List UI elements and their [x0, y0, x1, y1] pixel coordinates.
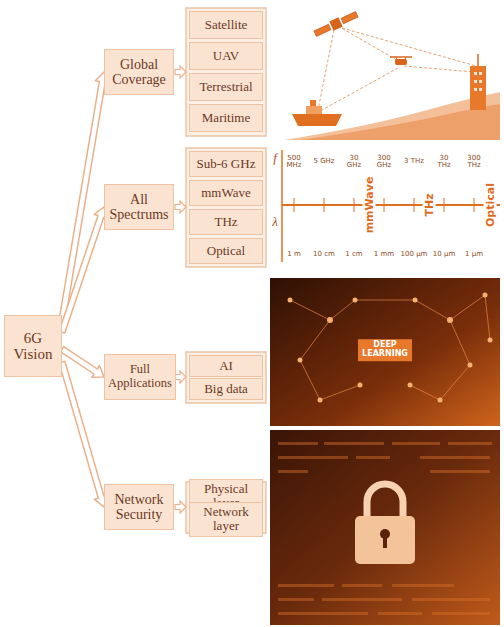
group-outline [186, 148, 266, 267]
frequency-label: 5 GHz [313, 158, 335, 165]
wavelength-label: 100 μm [401, 250, 428, 258]
spectrum-axis [282, 150, 500, 262]
category-box: All Spectrums [104, 184, 174, 230]
coverage-scene [284, 10, 500, 140]
frequency-label: 3 THz [403, 158, 425, 165]
node-text: Full Applications [108, 363, 172, 391]
node-text: UAV [193, 49, 259, 63]
image-text: DEEP LEARNING [358, 339, 412, 361]
band-label: mmWave [363, 176, 376, 235]
frequency-label: 300 THz [463, 155, 485, 170]
wavelength-label: 1 mm [374, 250, 394, 258]
item-box: mmWave [189, 180, 263, 206]
frequency-label: 30 THz [433, 155, 455, 170]
band-label: THz [423, 192, 436, 217]
node-text: 6G Vision [8, 330, 58, 363]
item-box: Optical [189, 238, 263, 264]
wavelength-label: 1 μm [465, 250, 483, 258]
node-text: Maritime [193, 111, 259, 125]
small-arrows [175, 66, 186, 513]
hollow-arrow [59, 361, 108, 507]
item-box: UAV [189, 42, 263, 70]
band-label: Optical [484, 182, 497, 228]
item-box: Big data [189, 378, 263, 400]
item-box: Satellite [189, 11, 263, 39]
group-outline [186, 8, 266, 136]
wavelength-label: 1 cm [345, 250, 362, 258]
security-image [270, 430, 500, 625]
item-box: Sub-6 GHz [189, 151, 263, 177]
node-text: All Spectrums [108, 192, 170, 223]
node-text: Optical [193, 244, 259, 258]
group-outline [186, 352, 266, 403]
wavelength-label: 1 m [287, 250, 301, 258]
frequency-label: 30 GHz [343, 155, 365, 170]
hollow-arrow [59, 72, 109, 322]
frequency-label: 300 GHz [373, 155, 395, 170]
wavelength-label: 10 μm [433, 250, 455, 258]
ai-image [270, 278, 500, 426]
item-box: THz [189, 209, 263, 235]
axis-symbol: λ [272, 214, 278, 230]
frequency-label: 500 MHz [283, 155, 305, 170]
node-text: Satellite [193, 18, 259, 32]
category-box: Global Coverage [104, 49, 174, 95]
root-box: 6G Vision [4, 315, 62, 377]
hollow-arrow [59, 207, 107, 333]
wavelength-label: 10 cm [313, 250, 335, 258]
item-box: Maritime [189, 104, 263, 132]
category-box: Network Security [104, 484, 174, 530]
item-box: Network layer [189, 502, 263, 537]
axis-symbol: f [273, 150, 277, 166]
node-text: Network layer [193, 505, 259, 534]
node-text: AI [193, 359, 259, 373]
node-text: THz [193, 215, 259, 229]
node-text: Global Coverage [108, 57, 170, 88]
item-box: AI [189, 355, 263, 377]
category-box: Full Applications [104, 354, 176, 400]
node-text: mmWave [193, 186, 259, 200]
item-box: Terrestrial [189, 73, 263, 101]
node-text: Network Security [108, 492, 170, 523]
node-text: Big data [193, 382, 259, 396]
node-text: Terrestrial [193, 80, 259, 94]
node-text: Sub-6 GHz [193, 157, 259, 171]
